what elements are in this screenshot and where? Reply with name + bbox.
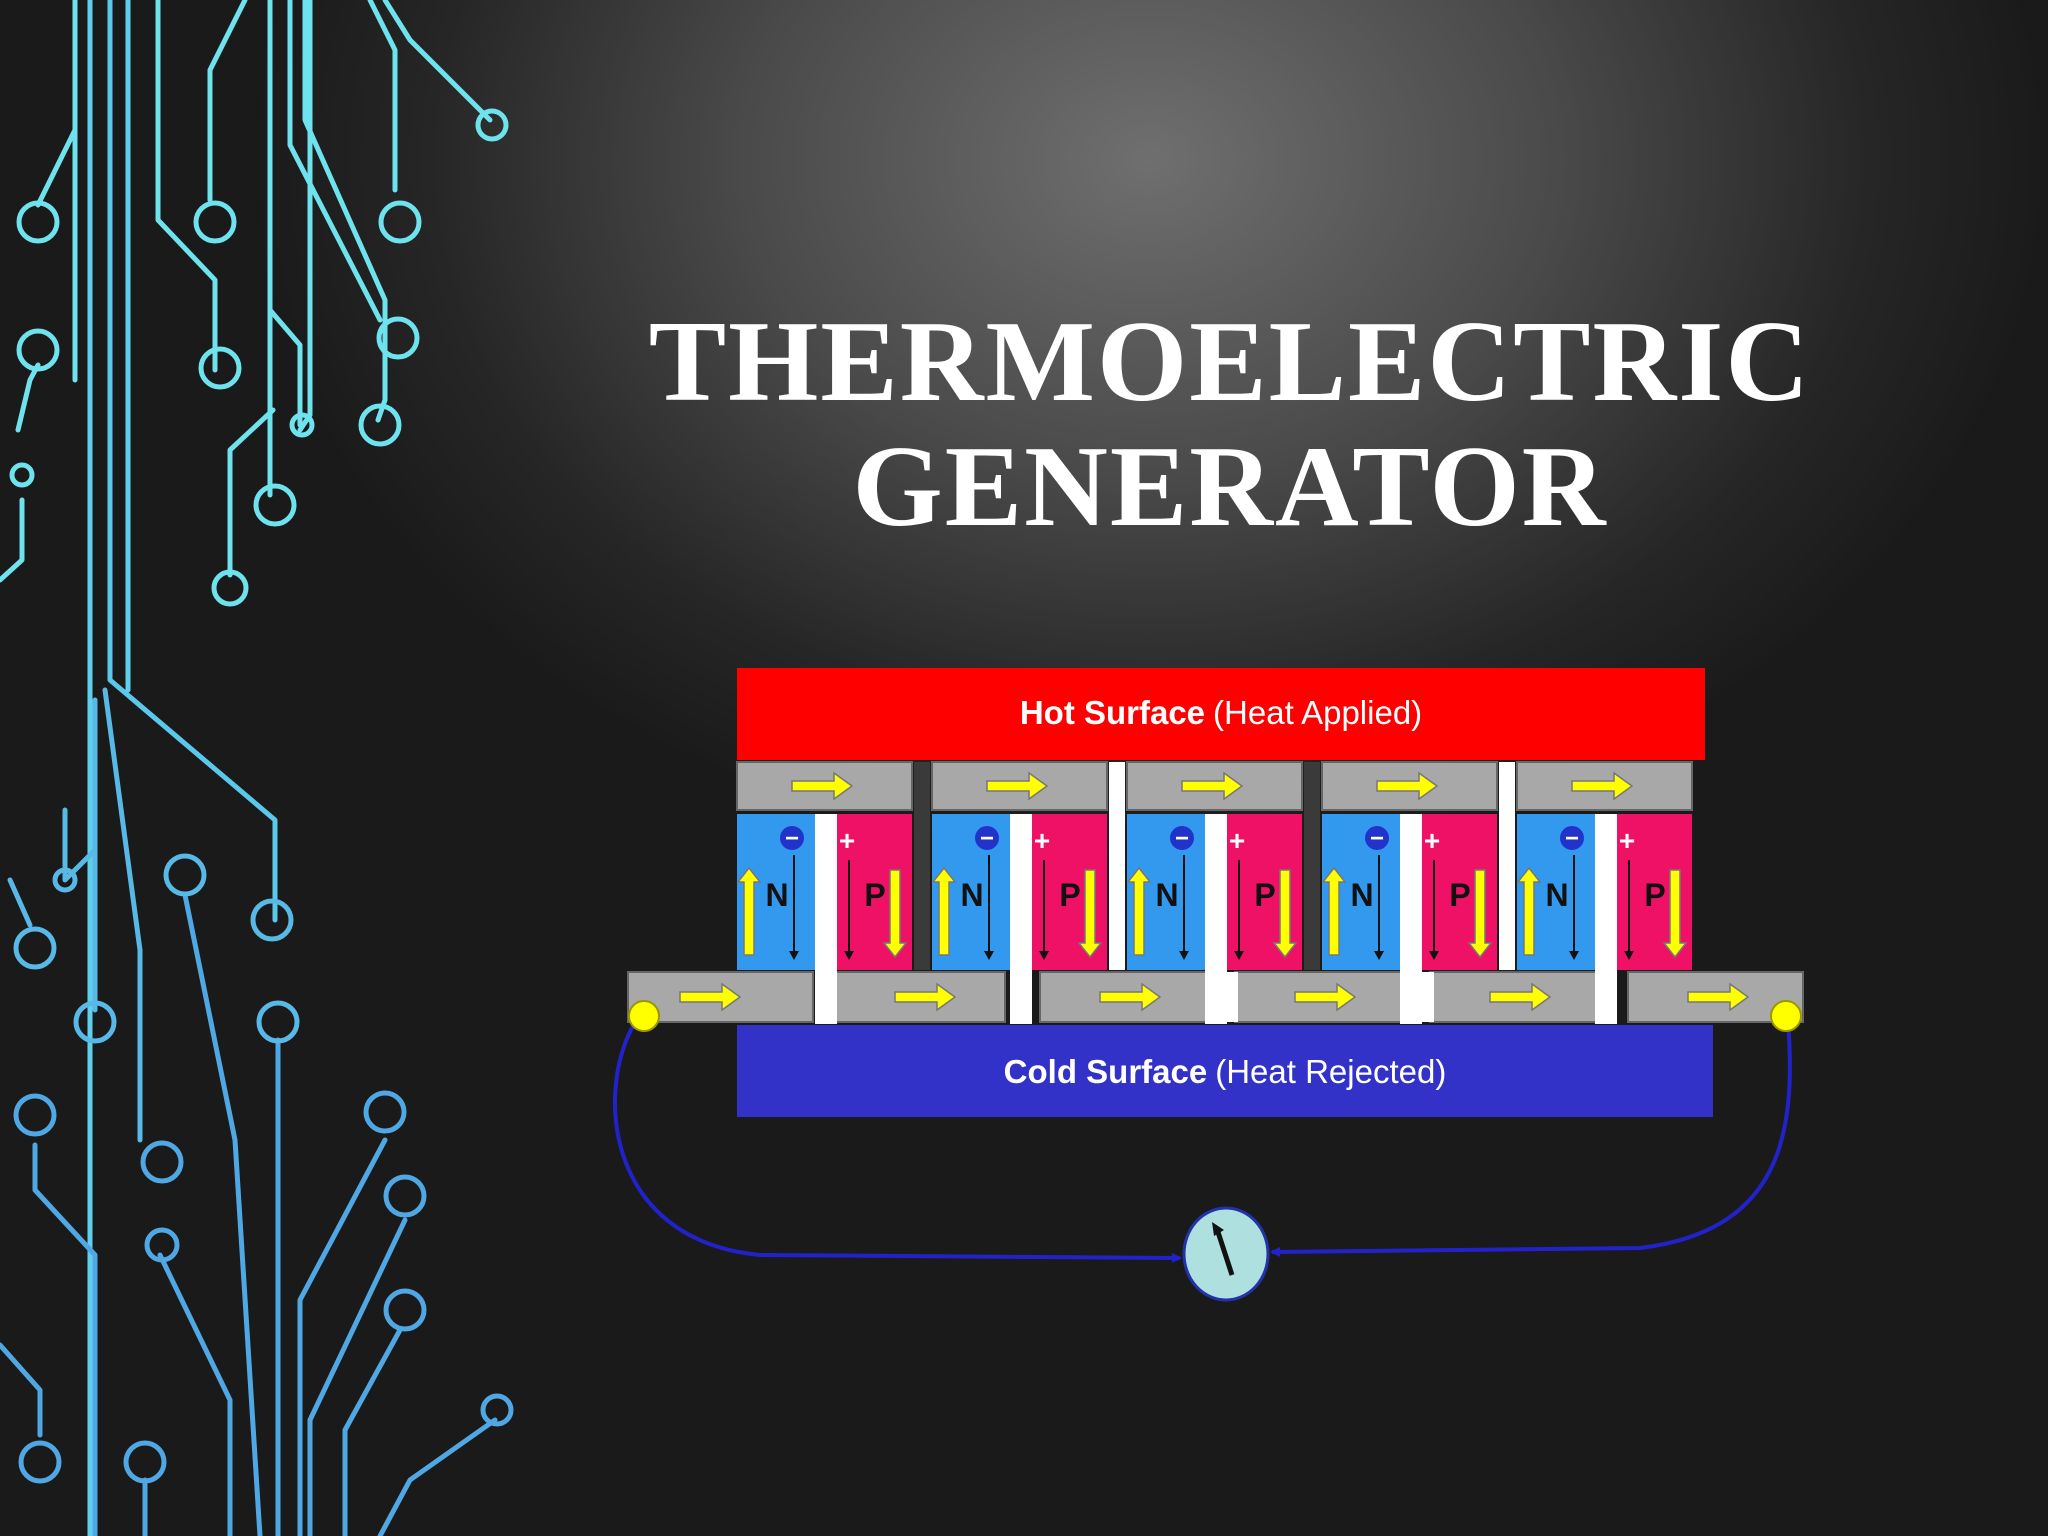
current-arrow (1181, 771, 1244, 801)
hole-arrow-head (1234, 951, 1244, 960)
current-arrow (791, 771, 854, 801)
p-label: P (864, 877, 885, 913)
p-current-arrow (1077, 869, 1103, 959)
n-label: N (1350, 877, 1373, 913)
n-sign: − (785, 825, 799, 852)
p-label: P (1059, 877, 1080, 913)
pair-separator (1499, 762, 1515, 970)
right-terminal (1770, 1000, 1802, 1032)
p-label: P (1644, 877, 1665, 913)
n-label: N (960, 877, 983, 913)
electron-arrow-head (1374, 951, 1384, 960)
n-label: N (765, 877, 788, 913)
slide-title: THERMOELECTRIC GENERATOR (600, 300, 1860, 550)
electron-sign-icon (975, 826, 999, 850)
p-sign: + (1424, 825, 1440, 856)
electron-sign-icon (1170, 826, 1194, 850)
n-sign: − (1370, 825, 1384, 852)
current-arrow (1489, 982, 1552, 1012)
current-arrow (1376, 771, 1439, 801)
electron-arrow-head (1569, 951, 1579, 960)
leg-gap (1205, 814, 1227, 1024)
p-label: P (1449, 877, 1470, 913)
p-current-arrow (1662, 869, 1688, 959)
leg-gap (1400, 814, 1422, 1024)
pair-separator (1304, 762, 1320, 970)
n-current-arrow (1516, 866, 1542, 956)
hole-arrow-head (1039, 951, 1049, 960)
wire-right (1270, 1017, 1792, 1257)
p-label: P (1254, 877, 1275, 913)
electron-arrow-head (789, 951, 799, 960)
leg-gap (1010, 814, 1032, 1024)
p-sign: + (1619, 825, 1635, 856)
n-sign: − (1565, 825, 1579, 852)
current-arrow (679, 982, 742, 1012)
p-current-arrow (882, 869, 908, 959)
hole-arrow-head (1429, 951, 1439, 960)
current-arrow (894, 982, 957, 1012)
p-current-arrow (1272, 869, 1298, 959)
leg-gap (815, 814, 837, 1024)
semiconductor-legs: N − P + N − P + N − P + N − P + N − P + (736, 762, 1692, 1024)
p-sign: + (1034, 825, 1050, 856)
p-sign: + (839, 825, 855, 856)
title-line-2: GENERATOR (852, 423, 1608, 551)
pair-separator (1109, 762, 1125, 970)
current-arrow (986, 771, 1049, 801)
cold-surface-label: Cold Surface(Heat Rejected) (1004, 1053, 1447, 1090)
pair-separator (914, 762, 930, 970)
circuit-trace-decoration (0, 0, 514, 1536)
electron-arrow-head (984, 951, 994, 960)
current-arrow (1687, 982, 1750, 1012)
hole-arrow-head (844, 951, 854, 960)
n-current-arrow (736, 866, 762, 956)
n-current-arrow (931, 866, 957, 956)
title-line-1: THERMOELECTRIC (648, 298, 1812, 426)
current-arrow (1571, 771, 1634, 801)
n-sign: − (980, 825, 994, 852)
left-terminal (628, 1000, 660, 1032)
cold-surface (737, 1025, 1713, 1117)
p-sign: + (1229, 825, 1245, 856)
meter-icon (1182, 1206, 1270, 1302)
hole-arrow-head (1624, 951, 1634, 960)
electron-sign-icon (1560, 826, 1584, 850)
wire-left (613, 1016, 1182, 1263)
n-sign: − (1175, 825, 1189, 852)
n-label: N (1155, 877, 1178, 913)
n-label: N (1545, 877, 1568, 913)
hot-surface-label: Hot Surface(Heat Applied) (1020, 694, 1422, 731)
n-current-arrow (1321, 866, 1347, 956)
top-conductor-row (736, 761, 1693, 811)
hot-surface (737, 668, 1705, 760)
current-arrow (1099, 982, 1162, 1012)
electron-sign-icon (780, 826, 804, 850)
leg-gap (1595, 814, 1617, 1024)
electron-sign-icon (1365, 826, 1389, 850)
current-arrow (1294, 982, 1357, 1012)
electron-arrow-head (1179, 951, 1189, 960)
n-current-arrow (1126, 866, 1152, 956)
p-current-arrow (1467, 869, 1493, 959)
